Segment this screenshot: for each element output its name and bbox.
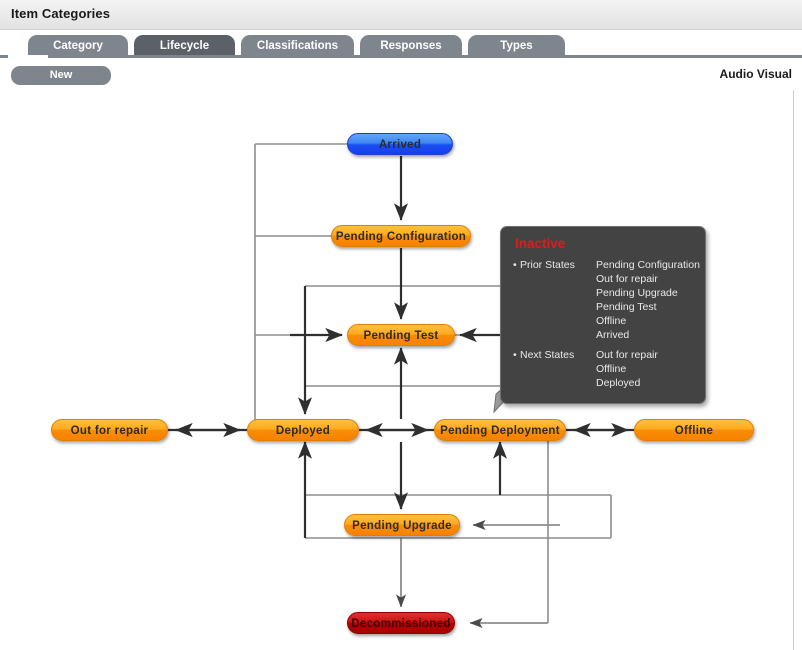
tooltip-section-label: Prior States: [520, 259, 575, 271]
bullet-icon: •: [513, 349, 517, 361]
tab-category[interactable]: Category: [28, 35, 128, 58]
state-node-offline[interactable]: Offline: [634, 419, 754, 441]
state-node-pending-deployment[interactable]: Pending Deployment: [434, 419, 566, 441]
category-name-label: Audio Visual: [719, 67, 792, 81]
bullet-icon: •: [513, 259, 517, 271]
state-node-pending-config[interactable]: Pending Configuration: [331, 225, 471, 247]
tooltip-state-item: Offline: [596, 315, 627, 327]
new-button[interactable]: New: [11, 66, 111, 85]
tooltip-state-item: Pending Configuration: [596, 259, 700, 271]
tab-classifications[interactable]: Classifications: [241, 35, 354, 58]
state-node-pending-upgrade[interactable]: Pending Upgrade: [344, 514, 460, 536]
tab-responses[interactable]: Responses: [360, 35, 462, 58]
state-node-out-for-repair[interactable]: Out for repair: [51, 419, 168, 441]
tooltip-state-item: Arrived: [596, 329, 630, 341]
tab-underline-gap: [8, 55, 48, 58]
tooltip-state-item: Pending Upgrade: [596, 287, 678, 299]
state-node-deployed[interactable]: Deployed: [247, 419, 359, 441]
tooltip-state-item: Out for repair: [596, 349, 658, 361]
tooltip-section-row: •Next States Out for repair: [513, 349, 658, 361]
tab-types[interactable]: Types: [468, 35, 565, 58]
tooltip-title: Inactive: [515, 236, 566, 251]
tooltip-state-item: Pending Test: [596, 301, 657, 313]
tooltip-state-item: Deployed: [596, 377, 641, 389]
state-node-arrived[interactable]: Arrived: [347, 133, 453, 155]
tooltip-section-row: •Prior States Pending Configuration: [513, 259, 700, 271]
tab-underline: [0, 55, 802, 58]
tab-lifecycle[interactable]: Lifecycle: [134, 35, 235, 58]
page-title: Item Categories: [11, 6, 111, 21]
tooltip-section-label: Next States: [520, 349, 575, 361]
tab-strip: Category Lifecycle Classifications Response…: [0, 30, 802, 58]
window-title-bar: Item Categories: [0, 0, 802, 30]
tooltip-state-item: Out for repair: [596, 273, 658, 285]
state-node-decommissioned[interactable]: Decommissioned: [347, 612, 455, 634]
toolbar: New Audio Visual: [0, 58, 802, 90]
tooltip-state-item: Offline: [596, 363, 627, 375]
state-node-pending-test[interactable]: Pending Test: [347, 324, 455, 346]
